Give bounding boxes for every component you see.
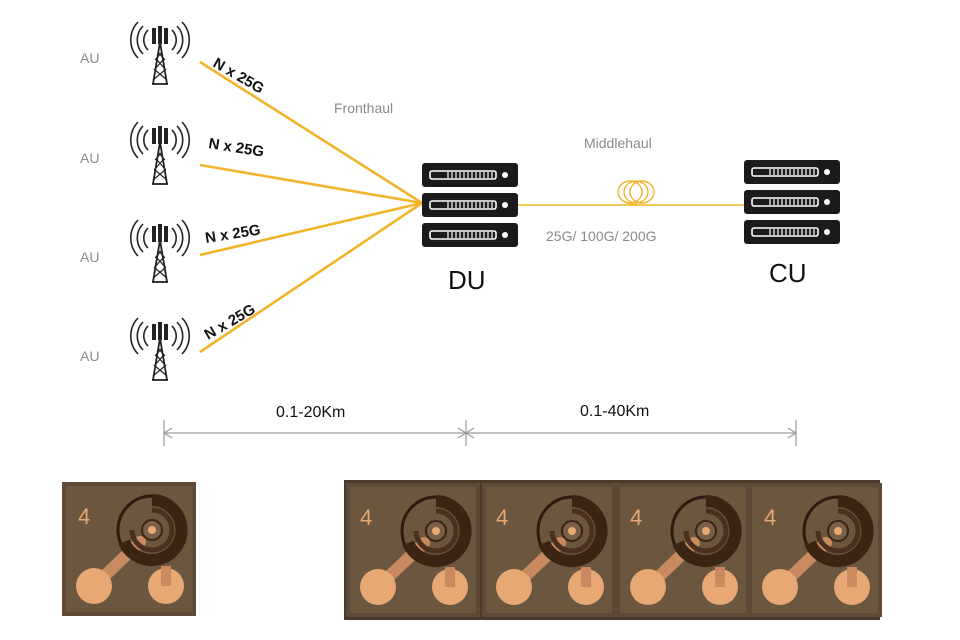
fronthaul-link-1	[199, 60, 423, 205]
antenna-au-1: AU	[80, 21, 191, 85]
fiber-coil-icon	[617, 180, 655, 206]
fronthaul-link-4	[199, 201, 423, 354]
photodetector-chip-icon	[748, 483, 882, 617]
fronthaul-links	[199, 60, 423, 354]
photodetector-chip-icon	[616, 483, 750, 617]
middlehaul-distance-label: 0.1-40Km	[580, 403, 649, 420]
cell-tower-icon	[129, 219, 191, 283]
middlehaul-label: Middlehaul	[584, 135, 652, 151]
au-label: AU	[80, 348, 99, 364]
chip-photo-strip: 4 4 4 4	[344, 480, 882, 620]
fronthaul-distance-label: 0.1-20Km	[276, 404, 345, 421]
antenna-au-3: AU	[80, 219, 191, 283]
fronthaul-link-3	[199, 201, 423, 257]
fronthaul-label: Fronthaul	[334, 100, 393, 116]
photodetector-chip-icon	[62, 482, 196, 616]
du-label: DU	[448, 265, 486, 295]
antenna-au-2: AU	[80, 121, 191, 185]
server-rack-icon	[743, 159, 841, 245]
au-label: AU	[80, 150, 99, 166]
chip-photo-single: 4	[62, 482, 196, 616]
cell-tower-icon	[129, 317, 191, 381]
cell-tower-icon	[129, 121, 191, 185]
distance-scale	[162, 420, 798, 446]
server-rack-icon	[421, 162, 519, 248]
middlehaul-link: Middlehaul 25G/ 100G/ 200G	[518, 135, 744, 244]
cell-tower-icon	[129, 21, 191, 85]
fronthaul-link-2	[199, 163, 423, 205]
link-rate-label-1: N x 25G	[210, 55, 267, 98]
cu-label: CU	[769, 258, 807, 288]
chip-number: 4	[630, 505, 642, 530]
chip-number: 4	[78, 504, 90, 529]
link-rate-label-4: N x 25G	[202, 301, 259, 344]
cu-node: CU	[743, 159, 841, 288]
du-node: DU	[421, 162, 519, 295]
middlehaul-rates: 25G/ 100G/ 200G	[546, 228, 657, 244]
chip-number: 4	[764, 505, 776, 530]
au-label: AU	[80, 249, 99, 265]
link-rate-label-2: N x 25G	[207, 135, 265, 161]
antenna-au-4: AU	[80, 317, 191, 381]
au-label: AU	[80, 50, 99, 66]
chip-number: 4	[360, 505, 372, 530]
photodetector-chip-icon	[346, 483, 480, 617]
chip-number: 4	[496, 505, 508, 530]
photodetector-chip-icon	[482, 483, 616, 617]
